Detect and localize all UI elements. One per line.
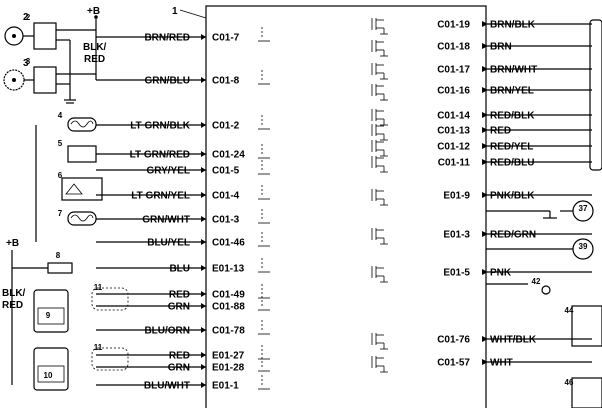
component-num: 3 bbox=[23, 58, 29, 69]
left-wire-label: BRN/RED bbox=[144, 33, 190, 44]
right-wire-label: BRN/BLK bbox=[490, 20, 536, 31]
sensor-7 bbox=[67, 211, 97, 226]
right-wire-label: WHT bbox=[490, 358, 513, 369]
module-9 bbox=[33, 289, 69, 333]
left-wire-label: GRN bbox=[168, 302, 190, 313]
left-wire-label: BLU bbox=[169, 264, 190, 275]
left-wire-label: RED bbox=[169, 351, 190, 362]
sensor-2 bbox=[4, 22, 96, 100]
right-pin-label: C01-14 bbox=[437, 111, 470, 122]
component-num: 44 bbox=[565, 306, 574, 315]
supply-left-label: +B bbox=[6, 238, 19, 249]
left-pin-label: C01-8 bbox=[212, 76, 240, 87]
right-wire-label: RED/BLU bbox=[490, 158, 534, 169]
right-pin-label: E01-3 bbox=[443, 230, 470, 241]
right-pin-label: C01-76 bbox=[437, 335, 470, 346]
left-pin-label: E01-28 bbox=[212, 363, 245, 374]
left-wire-label: LT GRN/YEL bbox=[131, 191, 190, 202]
left-wire-label: GRN/WHT bbox=[142, 215, 190, 226]
fuse-8 bbox=[47, 262, 73, 274]
left-pin-label: E01-13 bbox=[212, 264, 245, 275]
blk-red-top-1: BLK/ bbox=[83, 42, 107, 53]
right-wire-label: BRN/YEL bbox=[490, 86, 534, 97]
right-pin-label: C01-13 bbox=[437, 126, 470, 137]
component-num: 37 bbox=[579, 204, 588, 213]
right-wire-label: WHT/BLK bbox=[490, 335, 537, 346]
left-pin-label: C01-78 bbox=[212, 326, 245, 337]
component-num: 8 bbox=[56, 251, 61, 260]
right-pin-label: C01-16 bbox=[437, 86, 470, 97]
right-pin-label: E01-9 bbox=[443, 191, 470, 202]
component-num: 46 bbox=[565, 378, 574, 387]
component-num: 11 bbox=[94, 283, 103, 292]
component-num: 42 bbox=[532, 277, 541, 286]
left-wire-label: GRY/YEL bbox=[146, 166, 190, 177]
shield-11b bbox=[91, 347, 129, 371]
blk-red-left-2: RED bbox=[2, 300, 23, 311]
blk-red-top-2: RED bbox=[84, 54, 105, 65]
sensor-4 bbox=[67, 117, 97, 132]
component-num: 10 bbox=[44, 371, 53, 380]
left-wire-label: BLU/YEL bbox=[147, 238, 190, 249]
component-num: 39 bbox=[579, 242, 588, 251]
shield-11a bbox=[91, 287, 129, 311]
left-wire-label: GRN bbox=[168, 363, 190, 374]
component-num: 3 bbox=[26, 57, 31, 66]
supply-top-label: +B bbox=[87, 6, 100, 17]
right-pin-label: C01-17 bbox=[437, 65, 470, 76]
right-pin-label: C01-19 bbox=[437, 20, 470, 31]
component-num: 9 bbox=[46, 311, 51, 320]
blk-red-left-1: BLK/ bbox=[2, 288, 26, 299]
left-wire-label: BLU/ORN bbox=[144, 326, 190, 337]
component-num: 11 bbox=[94, 343, 103, 352]
sensor-6 bbox=[61, 177, 103, 201]
right-pin-label: C01-18 bbox=[437, 42, 470, 53]
left-pin-label: E01-27 bbox=[212, 351, 245, 362]
module-10 bbox=[33, 347, 69, 391]
right-wire-label: BRN/WHT bbox=[490, 65, 537, 76]
sensor-5 bbox=[67, 145, 97, 163]
right-wire-label: RED/BLK bbox=[490, 111, 535, 122]
left-pin-label: C01-3 bbox=[212, 215, 240, 226]
right-wire-label: RED/YEL bbox=[490, 142, 533, 153]
component-num: 5 bbox=[58, 139, 63, 148]
ecu-box bbox=[205, 5, 487, 408]
left-pin-label: C01-7 bbox=[212, 33, 240, 44]
right-wire-label: BRN bbox=[490, 42, 512, 53]
component-num: 6 bbox=[58, 171, 63, 180]
left-pin-label: E01-1 bbox=[212, 381, 239, 392]
left-pin-label: C01-4 bbox=[212, 191, 240, 202]
right-wire-label: PNK bbox=[490, 268, 512, 279]
component-num: 2 bbox=[23, 12, 29, 23]
right-pin-label: C01-57 bbox=[437, 358, 470, 369]
left-pin-label: C01-5 bbox=[212, 166, 240, 177]
left-wire-label: GRN/BLU bbox=[144, 76, 190, 87]
component-num: 4 bbox=[58, 111, 63, 120]
left-pin-label: C01-46 bbox=[212, 238, 245, 249]
right-pin-label: C01-12 bbox=[437, 142, 470, 153]
ecu-number: 1 bbox=[172, 6, 178, 17]
right-wire-label: RED bbox=[490, 126, 511, 137]
left-pin-label: C01-49 bbox=[212, 290, 245, 301]
right-pin-label: C01-11 bbox=[438, 158, 471, 169]
left-pin-label: C01-2 bbox=[212, 121, 240, 132]
right-wire-label: RED/GRN bbox=[490, 230, 536, 241]
left-wire-label: LT GRN/RED bbox=[130, 150, 190, 161]
sensor-3 bbox=[3, 66, 96, 104]
right-wire-label: PNK/BLK bbox=[490, 191, 535, 202]
right-components bbox=[486, 19, 602, 408]
component-num: 7 bbox=[58, 209, 63, 218]
left-pin-label: C01-24 bbox=[212, 150, 245, 161]
left-pin-label: C01-88 bbox=[212, 302, 245, 313]
left-wire-label: RED bbox=[169, 290, 190, 301]
component-num: 2 bbox=[26, 13, 31, 22]
right-pin-label: E01-5 bbox=[443, 268, 470, 279]
left-wire-label: BLU/WHT bbox=[144, 381, 190, 392]
left-wire-label: LT GRN/BLK bbox=[130, 121, 191, 132]
